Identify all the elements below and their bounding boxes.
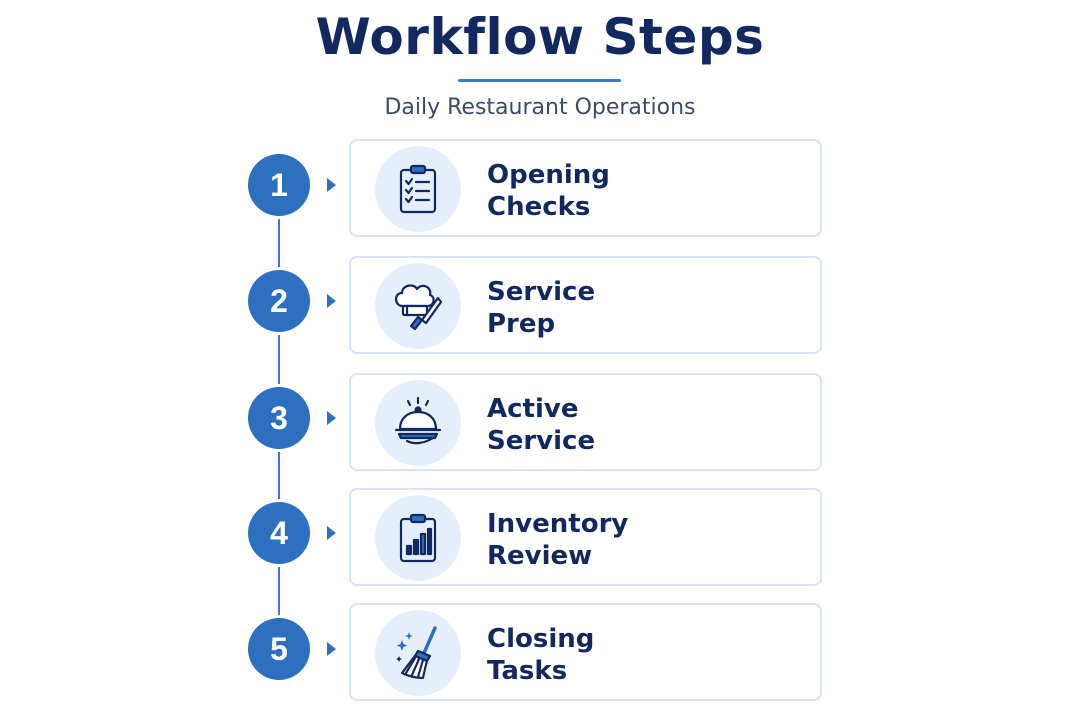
- step-label: Opening Checks: [487, 159, 610, 223]
- step-label-line-2: Tasks: [487, 656, 568, 686]
- step-number-badge: 3: [248, 387, 310, 449]
- step-arrow-icon: [327, 294, 336, 308]
- step-label-line-1: Closing: [487, 624, 595, 654]
- step-label-line-2: Service: [487, 426, 596, 456]
- workflow-step-4: 4 Inventory Review: [0, 488, 1080, 588]
- step-arrow-icon: [327, 642, 336, 656]
- step-arrow-icon: [327, 526, 336, 540]
- step-number-badge: 4: [248, 502, 310, 564]
- serving-cloche-icon: [375, 380, 461, 466]
- step-card: Service Prep: [349, 256, 822, 354]
- step-card: Closing Tasks: [349, 603, 822, 701]
- step-label-line-1: Opening: [487, 160, 610, 190]
- step-label-line-2: Checks: [487, 192, 591, 222]
- step-label-line-2: Review: [487, 541, 593, 571]
- chef-hat-knife-icon: [375, 263, 461, 349]
- workflow-step-5: 5 Closing Tasks: [0, 603, 1080, 703]
- step-arrow-icon: [327, 411, 336, 425]
- step-label-line-1: Active: [487, 394, 579, 424]
- step-label: Service Prep: [487, 276, 595, 340]
- step-card: Opening Checks: [349, 139, 822, 237]
- page-subtitle: Daily Restaurant Operations: [384, 95, 696, 120]
- workflow-step-2: 2 Service Prep: [0, 256, 1080, 356]
- step-label: Active Service: [487, 393, 595, 457]
- step-number-badge: 1: [248, 154, 310, 216]
- page-title: Workflow Steps: [315, 8, 765, 66]
- step-arrow-icon: [327, 178, 336, 192]
- step-card: Inventory Review: [349, 488, 822, 586]
- step-number-badge: 5: [248, 618, 310, 680]
- step-card: Active Service: [349, 373, 822, 471]
- step-label: Inventory Review: [487, 508, 628, 572]
- workflow-step-3: 3 Active Service: [0, 373, 1080, 473]
- step-label-line-1: Service: [487, 277, 596, 307]
- step-label-line-1: Inventory: [487, 509, 629, 539]
- step-number-badge: 2: [248, 270, 310, 332]
- title-underline: [458, 79, 621, 82]
- step-label-line-2: Prep: [487, 309, 556, 339]
- step-label: Closing Tasks: [487, 623, 594, 687]
- clipboard-checklist-icon: [375, 146, 461, 232]
- broom-sparkle-icon: [375, 610, 461, 696]
- clipboard-bar-chart-icon: [375, 495, 461, 581]
- workflow-step-1: 1 Opening Checks: [0, 139, 1080, 239]
